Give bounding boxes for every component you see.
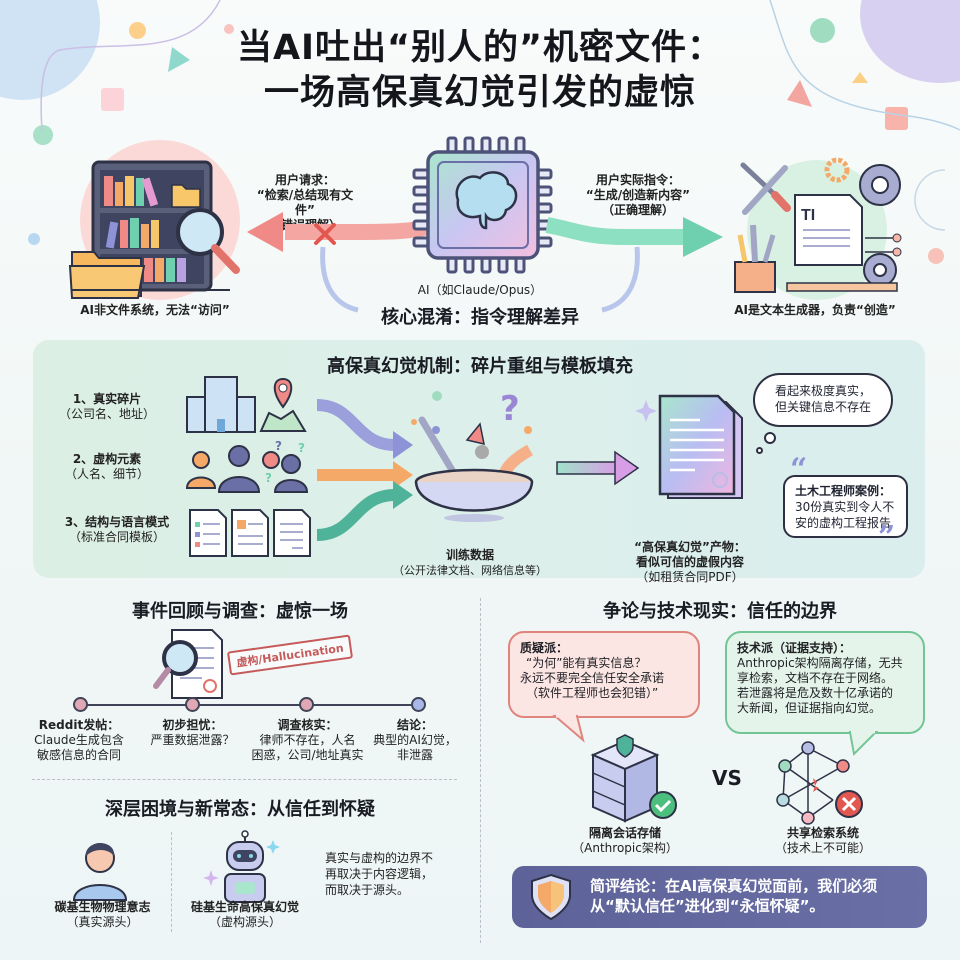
section-divider-horizontal [32, 779, 457, 780]
svg-text:?: ? [265, 471, 272, 485]
dilemma-note: 真实与虚构的边界不 再取决于内容逻辑， 而取决于源头。 [325, 851, 434, 897]
document-templates-icon [189, 509, 311, 557]
close-quote-icon: ” [878, 520, 896, 555]
open-quote-icon: “ [790, 452, 808, 487]
bowl-sublabel: （公开法律文档、网络信息等） [393, 564, 547, 577]
human-label: 碳基生物物理意志 （真实源头） [54, 900, 151, 929]
dilemma-divider [171, 832, 172, 932]
versus-label: VS [712, 766, 742, 790]
input-fictional-elements: 2、虚构元素 （人名、细节） [64, 452, 149, 481]
curve-right-icon [601, 246, 640, 313]
timeline-dot-1 [73, 697, 88, 712]
thought-cloud: 看起来极度真实， 但关键信息不存在 [753, 373, 893, 427]
building-map-icon [186, 376, 307, 433]
ai-chip-icon [412, 136, 553, 274]
timeline-dot-2 [185, 697, 200, 712]
decor-dot [28, 233, 40, 245]
title-line-2: 一场高保真幻觉引发的虚惊 [263, 73, 696, 113]
svg-text:?: ? [275, 439, 282, 453]
skeptic-bubble-tail [552, 714, 585, 743]
tech-bubble: 技术派（证据支持）： Anthropic架构隔离存储，无共 享检索，文档不存在于… [725, 631, 925, 734]
decor-shapes [40, 0, 960, 231]
tech-bubble-tail [848, 730, 879, 757]
people-icon: ? ? ? [185, 439, 309, 493]
right-caption: AI是文本生成器，负责“创造” [734, 303, 896, 317]
dilemma-heading: 深层困境与新常态：从信任到怀疑 [105, 799, 375, 820]
flow-arrows-icon [316, 399, 413, 541]
training-data-bowl-icon: ? [411, 389, 534, 522]
decor-dot [810, 18, 835, 43]
left-caption: AI非文件系统，无法“访问” [80, 303, 230, 317]
timeline-item-concern: 初步担忧： 严重数据泄露？ [150, 718, 235, 747]
shared-retrieval-network-icon [776, 741, 863, 825]
input-real-fragments: 1、真实碎片 （公司名、地址） [58, 392, 155, 421]
gradient-arrow-icon [556, 450, 640, 486]
mechanism-heading: 高保真幻觉机制：碎片重组与模板填充 [327, 356, 633, 377]
timeline-dot-3 [299, 697, 314, 712]
shared-retrieval-label: 共享检索系统 （技术上不可能） [774, 826, 871, 855]
robot-icon [203, 830, 280, 903]
section-divider-vertical [480, 598, 481, 943]
svg-text:?: ? [500, 389, 520, 429]
chip-caption: AI（如Claude/Opus） [417, 283, 543, 297]
bowl-label: 训练数据 [445, 548, 494, 562]
isolated-storage-label: 隔离会话存储 （Anthropic架构） [572, 826, 678, 855]
decor-dot [224, 24, 234, 34]
curve-left-icon [320, 246, 359, 313]
decor-dot [928, 248, 944, 264]
timeline-line [80, 704, 420, 706]
human-avatar-icon [72, 843, 128, 901]
magnifier-document-icon [153, 629, 223, 699]
robot-label: 硅基生命高保真幻觉 （虚构源头） [190, 900, 299, 929]
isolated-storage-server-icon [590, 734, 677, 823]
thought-bubble-dot [756, 447, 763, 454]
debate-heading: 争论与技术现实：信任的边界 [603, 601, 837, 622]
tools-generator-icon: TI [734, 157, 902, 300]
engineer-case-quote: 土木工程师案例： 30份真实到令人不 安的虚构工程报告 [783, 475, 908, 538]
timeline-item-investigation: 调查核实： 律师不存在，人名 困惑，公司/地址真实 [251, 718, 364, 762]
title-line-1: 当AI吐出“别人的”机密文件： [236, 28, 724, 68]
page-title: 当AI吐出“别人的”机密文件： 一场高保真幻觉引发的虚惊 [0, 26, 960, 116]
thought-bubble-dot [764, 432, 776, 444]
green-arrow-icon [545, 217, 723, 257]
decor-dot [129, 22, 146, 39]
timeline-dot-4 [411, 697, 426, 712]
core-confusion-heading: 核心混淆：指令理解差异 [381, 307, 579, 328]
fake-document-icon [635, 394, 743, 499]
skeptic-bubble: 质疑派： “为何”能有真实信息？ 永远不要完全信任安全承诺 （软件工程师也会犯错… [508, 631, 700, 718]
svg-text:TI: TI [801, 207, 815, 224]
timeline-item-reddit: Reddit发帖： Claude生成包含 敏感信息的合同 [34, 718, 124, 762]
svg-text:?: ? [298, 441, 305, 455]
decor-square [101, 88, 124, 111]
decor-dot [33, 125, 53, 145]
hallucination-stamp: 虚构/Hallucination [226, 634, 354, 676]
user-actual-instruction: 用户实际指令： “生成/创造新内容” （正确理解） [585, 173, 691, 217]
output-label: “高保真幻觉”产物： 看似可信的虚假内容 （如租赁合同PDF） [634, 540, 746, 584]
input-structure-patterns: 3、结构与语言模式 （标准合同模板） [64, 515, 170, 544]
incident-heading: 事件回顾与调查：虚惊一场 [132, 601, 348, 622]
decor-square [885, 107, 908, 130]
shield-icon [531, 873, 571, 921]
cross-icon [314, 223, 336, 245]
bookshelf-icon [68, 140, 240, 300]
conclusion-banner: 简评结论：在AI高保真幻觉面前，我们必须 从“默认信任”进化到“永恒怀疑”。 [512, 866, 927, 928]
timeline-item-conclusion: 结论： 典型的AI幻觉， 非泄露 [373, 718, 457, 762]
